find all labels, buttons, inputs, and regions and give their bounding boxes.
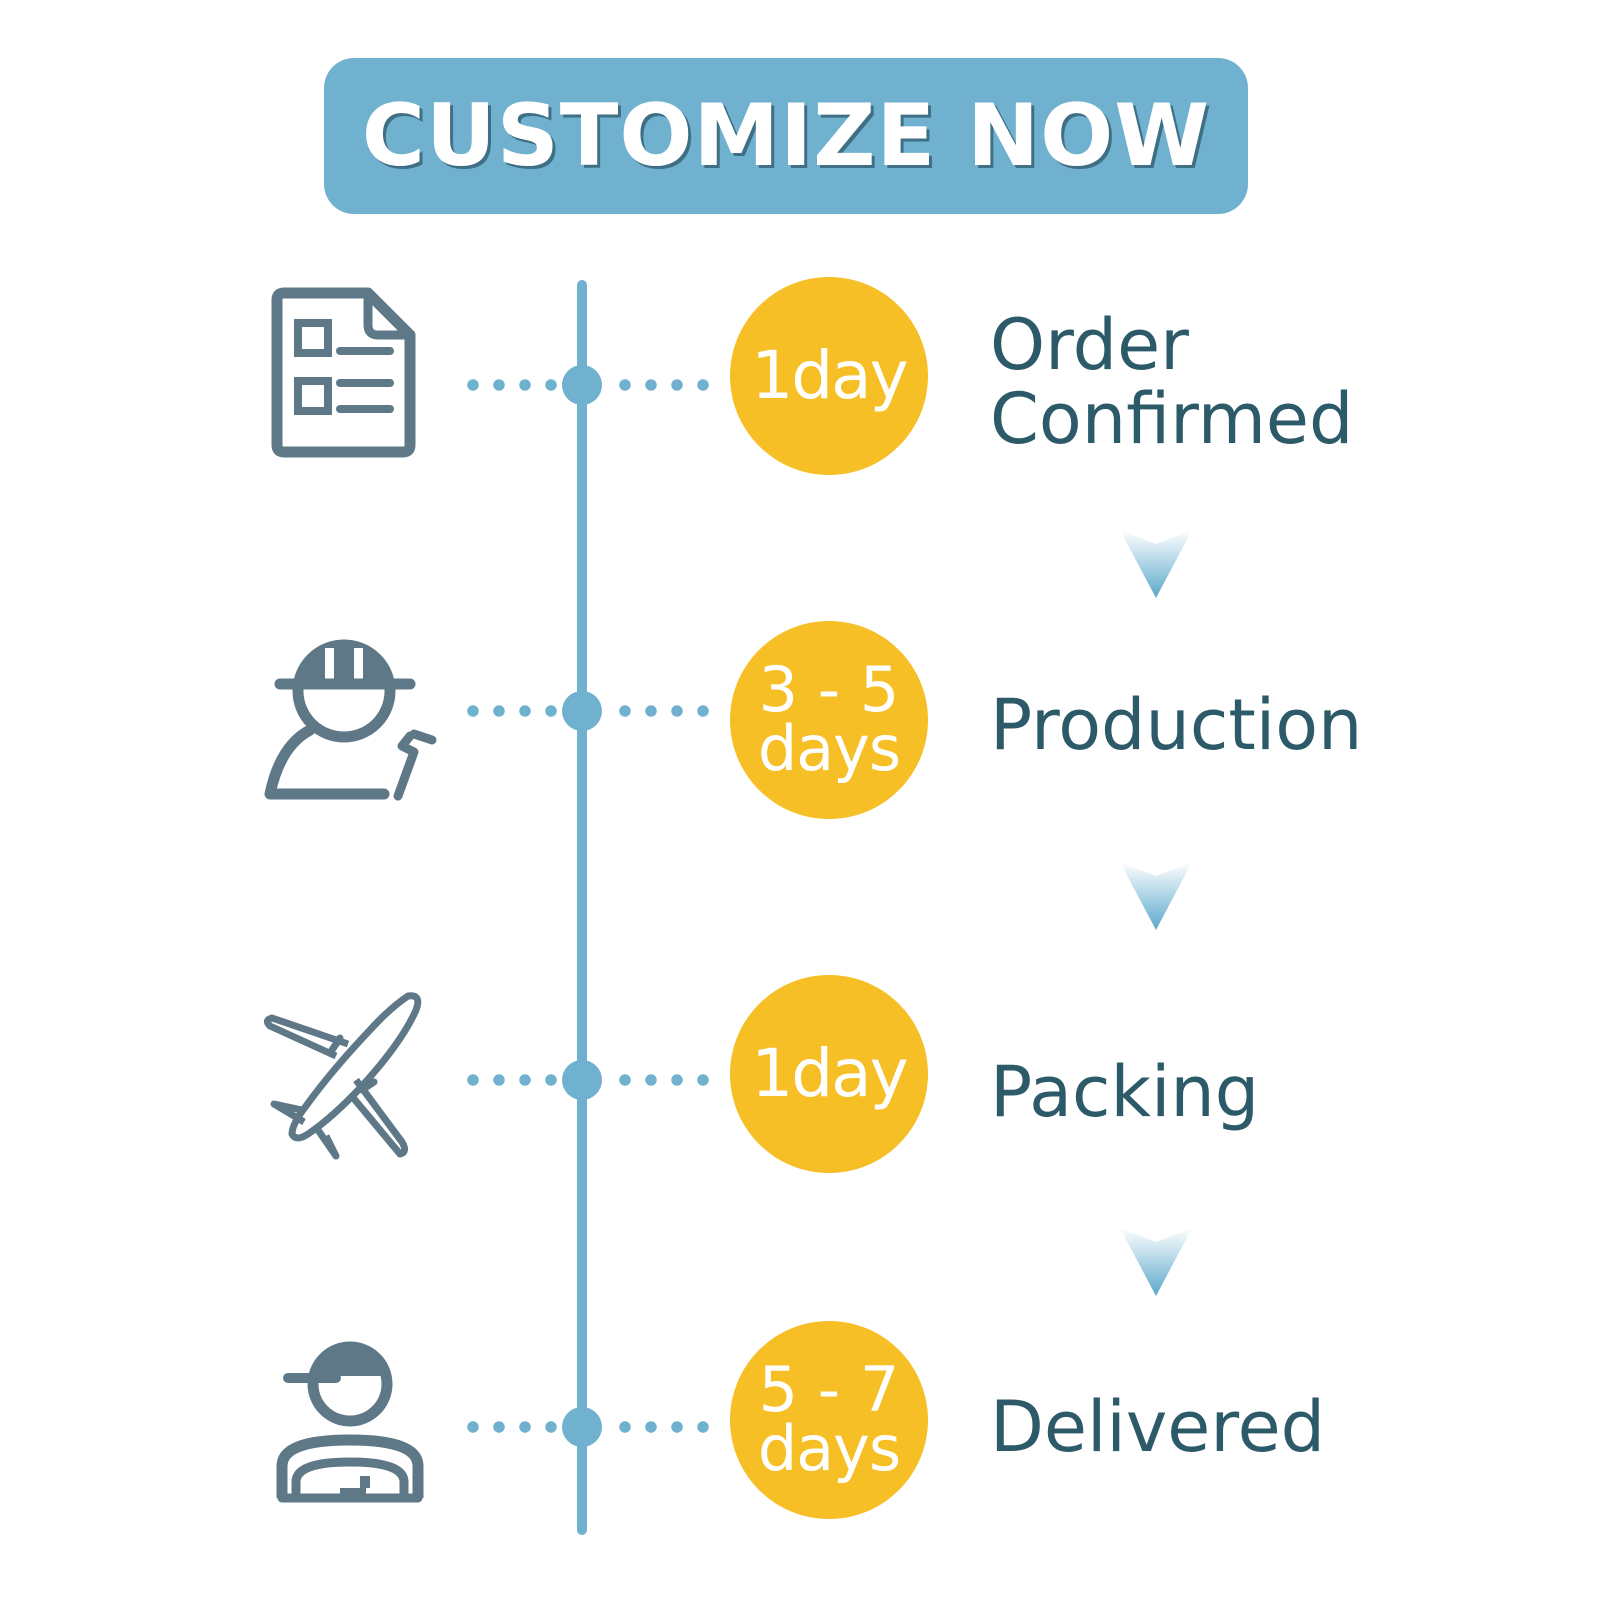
duration-badge-2: 3 - 5 days	[730, 621, 928, 819]
duration-badge-4: 5 - 7 days	[730, 1321, 928, 1519]
down-arrow-icon	[1120, 1228, 1192, 1296]
duration-badge-3: 1day	[730, 975, 928, 1173]
down-arrow-icon	[1120, 530, 1192, 598]
badge-unit-text: days	[757, 1412, 901, 1485]
worker-icon	[264, 639, 437, 801]
banner-title: CUSTOMIZE NOW	[361, 86, 1211, 186]
step-label-production: Production	[990, 688, 1362, 762]
timeline-node-1	[562, 365, 602, 405]
step-label-line: Production	[990, 684, 1363, 766]
connector-dots-right-4	[612, 1421, 716, 1433]
badge-unit-text: days	[757, 712, 901, 785]
connector-dots-left-1	[460, 379, 564, 391]
duration-badge-1: 1day	[730, 277, 928, 475]
timeline-node-4	[562, 1407, 602, 1447]
connector-dots-left-2	[460, 705, 564, 717]
connector-dots-right-1	[612, 379, 716, 391]
step-label-packing: Packing	[990, 1055, 1259, 1129]
badge-text: 1day	[751, 337, 908, 414]
down-arrow-icon	[1120, 862, 1192, 930]
airplane-icon	[263, 992, 422, 1160]
delivery-person-icon	[276, 1341, 424, 1503]
step-label-order-confirmed: Order Confirmed	[990, 308, 1353, 456]
step-label-line: Order	[990, 304, 1189, 386]
badge-text: 1day	[751, 1035, 908, 1112]
connector-dots-right-3	[612, 1074, 716, 1086]
timeline-node-3	[562, 1060, 602, 1100]
step-label-line: Packing	[990, 1051, 1260, 1133]
customize-now-banner: CUSTOMIZE NOW	[324, 58, 1248, 214]
step-label-line: Delivered	[990, 1386, 1326, 1468]
timeline-node-2	[562, 691, 602, 731]
order-form-icon	[271, 287, 416, 458]
connector-dots-left-4	[460, 1421, 564, 1433]
connector-dots-right-2	[612, 705, 716, 717]
badge-range-text: 5 - 7	[758, 1353, 900, 1427]
connector-dots-left-3	[460, 1074, 564, 1086]
step-label-line: Confirmed	[990, 378, 1354, 460]
timeline-line	[577, 280, 587, 1535]
step-label-delivered: Delivered	[990, 1390, 1325, 1464]
badge-range-text: 3 - 5	[758, 653, 900, 727]
